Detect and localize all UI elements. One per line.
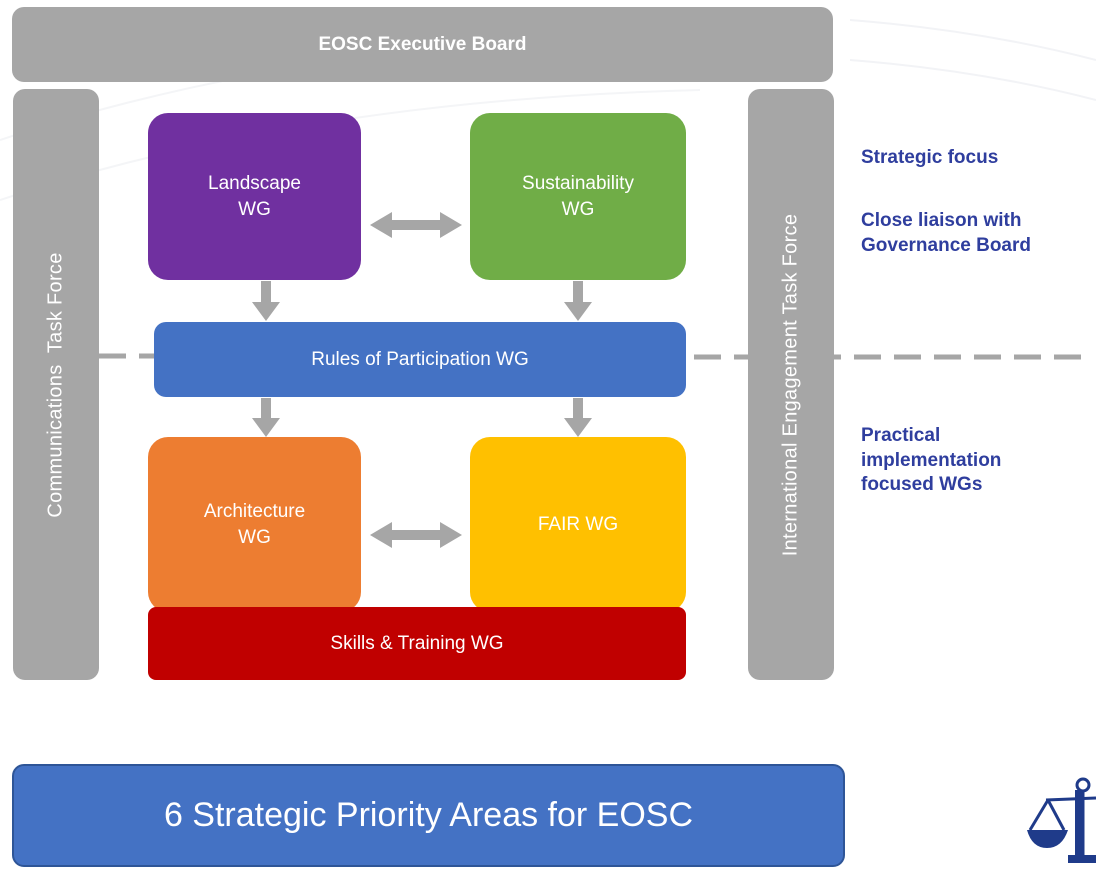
down-arrow-sustainability xyxy=(564,281,592,321)
liaison-line1: Close liaison with xyxy=(861,210,1022,231)
liaison-note: Close liaison with Governance Board xyxy=(861,209,1031,258)
architecture-wg-line2: WG xyxy=(238,526,271,548)
executive-board-label: EOSC Executive Board xyxy=(318,33,527,55)
executive-board: EOSC Executive Board xyxy=(12,7,833,82)
liaison-line2: Governance Board xyxy=(861,234,1031,256)
sustainability-wg-line1: Sustainability xyxy=(522,172,634,194)
landscape-wg-line1: Landscape xyxy=(208,172,301,194)
landscape-wg-line2: WG xyxy=(238,198,271,220)
practical-note: Practical implementation focused WGs xyxy=(861,424,1001,498)
strategic-focus-label: Strategic focus xyxy=(861,147,999,168)
skills-training-wg: Skills & Training WG xyxy=(148,607,686,680)
rules-of-participation-wg-label: Rules of Participation WG xyxy=(311,348,529,370)
international-engagement-task-force: International Engagement Task Force xyxy=(748,89,834,680)
fair-wg: FAIR WG xyxy=(470,437,686,612)
practical-line1: Practical xyxy=(861,425,941,446)
sustainability-wg: Sustainability WG xyxy=(470,113,686,280)
down-arrow-architecture xyxy=(252,398,280,437)
practical-line3: focused WGs xyxy=(861,474,983,496)
architecture-wg: Architecture WG xyxy=(148,437,361,612)
fair-wg-label: FAIR WG xyxy=(537,513,619,535)
strategic-focus-note: Strategic focus xyxy=(861,146,998,171)
strategic-priority-label: 6 Strategic Priority Areas for EOSC xyxy=(163,796,694,834)
double-arrow-bottom xyxy=(370,522,462,548)
down-arrow-fair xyxy=(564,398,592,437)
practical-line2: implementation xyxy=(861,449,1002,471)
sustainability-wg-line2: WG xyxy=(561,198,595,220)
strategic-priority-banner: 6 Strategic Priority Areas for EOSC xyxy=(12,764,845,867)
rules-of-participation-wg: Rules of Participation WG xyxy=(154,322,686,397)
communications-task-force: Communications Task Force xyxy=(13,89,99,680)
down-arrow-landscape xyxy=(252,281,280,321)
landscape-wg: Landscape WG xyxy=(148,113,361,280)
architecture-wg-line1: Architecture xyxy=(203,500,306,522)
double-arrow-top xyxy=(370,212,462,238)
skills-training-wg-label: Skills & Training WG xyxy=(330,632,504,654)
